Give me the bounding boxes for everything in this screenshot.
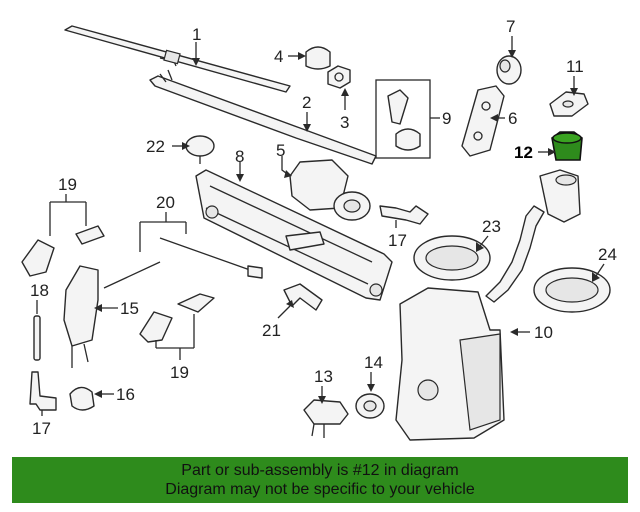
part-15-washer-pump[interactable] — [63, 265, 99, 368]
part-19-nozzle-bottom[interactable] — [139, 293, 215, 343]
callout-17-bottom: 17 — [32, 419, 51, 438]
leader-lines — [36, 36, 605, 416]
part-17-hose-fitting-top[interactable] — [379, 205, 429, 225]
callout-16: 16 — [116, 385, 135, 404]
part-6-bracket[interactable] — [461, 85, 505, 157]
banner-line-1: Part or sub-assembly is #12 in diagram — [181, 462, 459, 479]
part-info-banner: Part or sub-assembly is #12 in diagram D… — [12, 457, 628, 503]
part-7-grommet[interactable] — [496, 55, 522, 85]
callout-6: 6 — [508, 109, 517, 128]
part-3-nut[interactable] — [327, 65, 351, 89]
banner-line-2: Diagram may not be specific to your vehi… — [165, 481, 475, 498]
part-5-wiper-motor[interactable] — [289, 159, 371, 221]
callout-4: 4 — [274, 47, 283, 66]
callout-17-top: 17 — [388, 231, 407, 250]
callout-3: 3 — [340, 113, 349, 132]
callout-19-top: 19 — [58, 175, 77, 194]
callout-23: 23 — [482, 217, 501, 236]
part-12-filler-cap[interactable] — [539, 131, 583, 223]
part-2-wiper-arm[interactable] — [149, 69, 377, 165]
callout-22: 22 — [146, 137, 165, 156]
callout-8: 8 — [235, 147, 244, 166]
part-18-hose[interactable] — [33, 315, 41, 361]
part-20-hose-set[interactable] — [103, 237, 263, 289]
callout-10: 10 — [534, 323, 553, 342]
callout-12: 12 — [514, 143, 533, 162]
callout-24: 24 — [598, 245, 617, 264]
part-1-wiper-blade[interactable] — [64, 25, 291, 93]
callout-20: 20 — [156, 193, 175, 212]
callout-1: 1 — [192, 25, 201, 44]
callout-2: 2 — [302, 93, 311, 112]
part-16-pump-grommet[interactable] — [69, 386, 95, 411]
part-8-linkage[interactable] — [195, 169, 393, 301]
callout-19-bottom: 19 — [170, 363, 189, 382]
parts-diagram: 1 2 3 4 5 6 7 8 9 10 11 12 13 14 15 16 1… — [21, 17, 617, 441]
callout-5: 5 — [276, 141, 285, 160]
part-14-grommet[interactable] — [355, 393, 385, 419]
part-17-hose-fitting-bottom[interactable] — [29, 371, 57, 411]
part-13-pump-connector[interactable] — [303, 399, 349, 438]
callout-21: 21 — [262, 321, 281, 340]
callout-15: 15 — [120, 299, 139, 318]
callout-18: 18 — [30, 281, 49, 300]
part-19-nozzle-top[interactable] — [21, 225, 105, 277]
part-22-clip[interactable] — [185, 135, 215, 164]
callout-9: 9 — [442, 109, 451, 128]
part-10-washer-reservoir[interactable] — [395, 205, 545, 441]
callout-labels: 1 2 3 4 5 6 7 8 9 10 11 12 13 14 15 16 1… — [30, 17, 617, 438]
callout-14: 14 — [364, 353, 383, 372]
part-23-nozzle-cover-left[interactable] — [413, 235, 491, 281]
callout-7: 7 — [506, 17, 515, 36]
callout-13: 13 — [314, 367, 333, 386]
part-11-clip[interactable] — [549, 91, 589, 117]
part-24-nozzle-cover-right[interactable] — [533, 267, 611, 313]
part-9-kit[interactable] — [375, 79, 431, 159]
callout-11: 11 — [566, 57, 584, 76]
part-4-cap[interactable] — [305, 46, 331, 70]
